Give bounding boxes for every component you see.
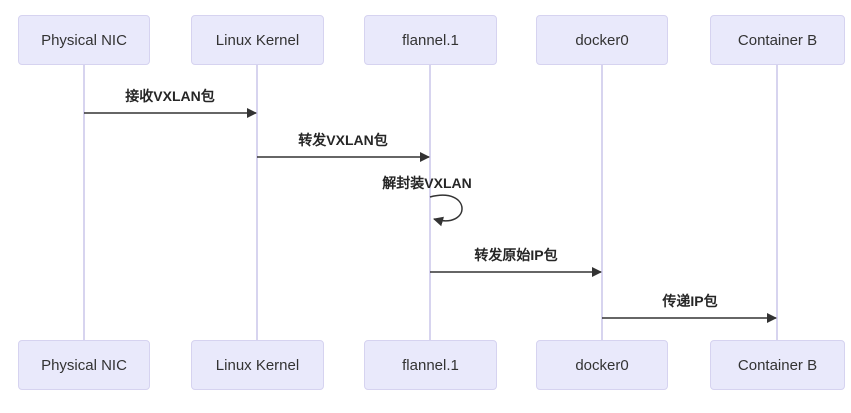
actor-physical-nic-top: Physical NIC <box>18 15 150 65</box>
actor-label: docker0 <box>575 31 629 49</box>
actor-label: Linux Kernel <box>215 356 300 374</box>
actor-label: Physical NIC <box>41 356 127 374</box>
actor-physical-nic-bottom: Physical NIC <box>18 340 150 390</box>
message-label-receive-vxlan: 接收VXLAN包 <box>125 88 215 104</box>
actor-label: Container B <box>737 356 818 374</box>
actor-container-b-bottom: Container B <box>710 340 845 390</box>
actor-flannel1-bottom: flannel.1 <box>364 340 497 390</box>
message-arrow-self-loop-decapsulate <box>429 194 463 227</box>
actor-label: flannel.1 <box>402 31 459 49</box>
actor-label: Physical NIC <box>41 31 127 49</box>
actor-docker0-top: docker0 <box>536 15 668 65</box>
message-label-forward-vxlan: 转发VXLAN包 <box>298 132 388 148</box>
actor-label: flannel.1 <box>402 356 459 374</box>
message-label-decapsulate-vxlan: 解封装VXLAN <box>382 175 472 191</box>
actor-label: Container B <box>737 31 818 49</box>
actor-linux-kernel-bottom: Linux Kernel <box>191 340 324 390</box>
actor-container-b-top: Container B <box>710 15 845 65</box>
message-label-forward-original-ip: 转发原始IP包 <box>474 247 558 263</box>
actor-flannel1-top: flannel.1 <box>364 15 497 65</box>
actor-label: Linux Kernel <box>215 31 300 49</box>
actor-linux-kernel-top: Linux Kernel <box>191 15 324 65</box>
message-label-pass-ip: 传递IP包 <box>662 293 718 309</box>
actor-label: docker0 <box>575 356 629 374</box>
actor-docker0-bottom: docker0 <box>536 340 668 390</box>
